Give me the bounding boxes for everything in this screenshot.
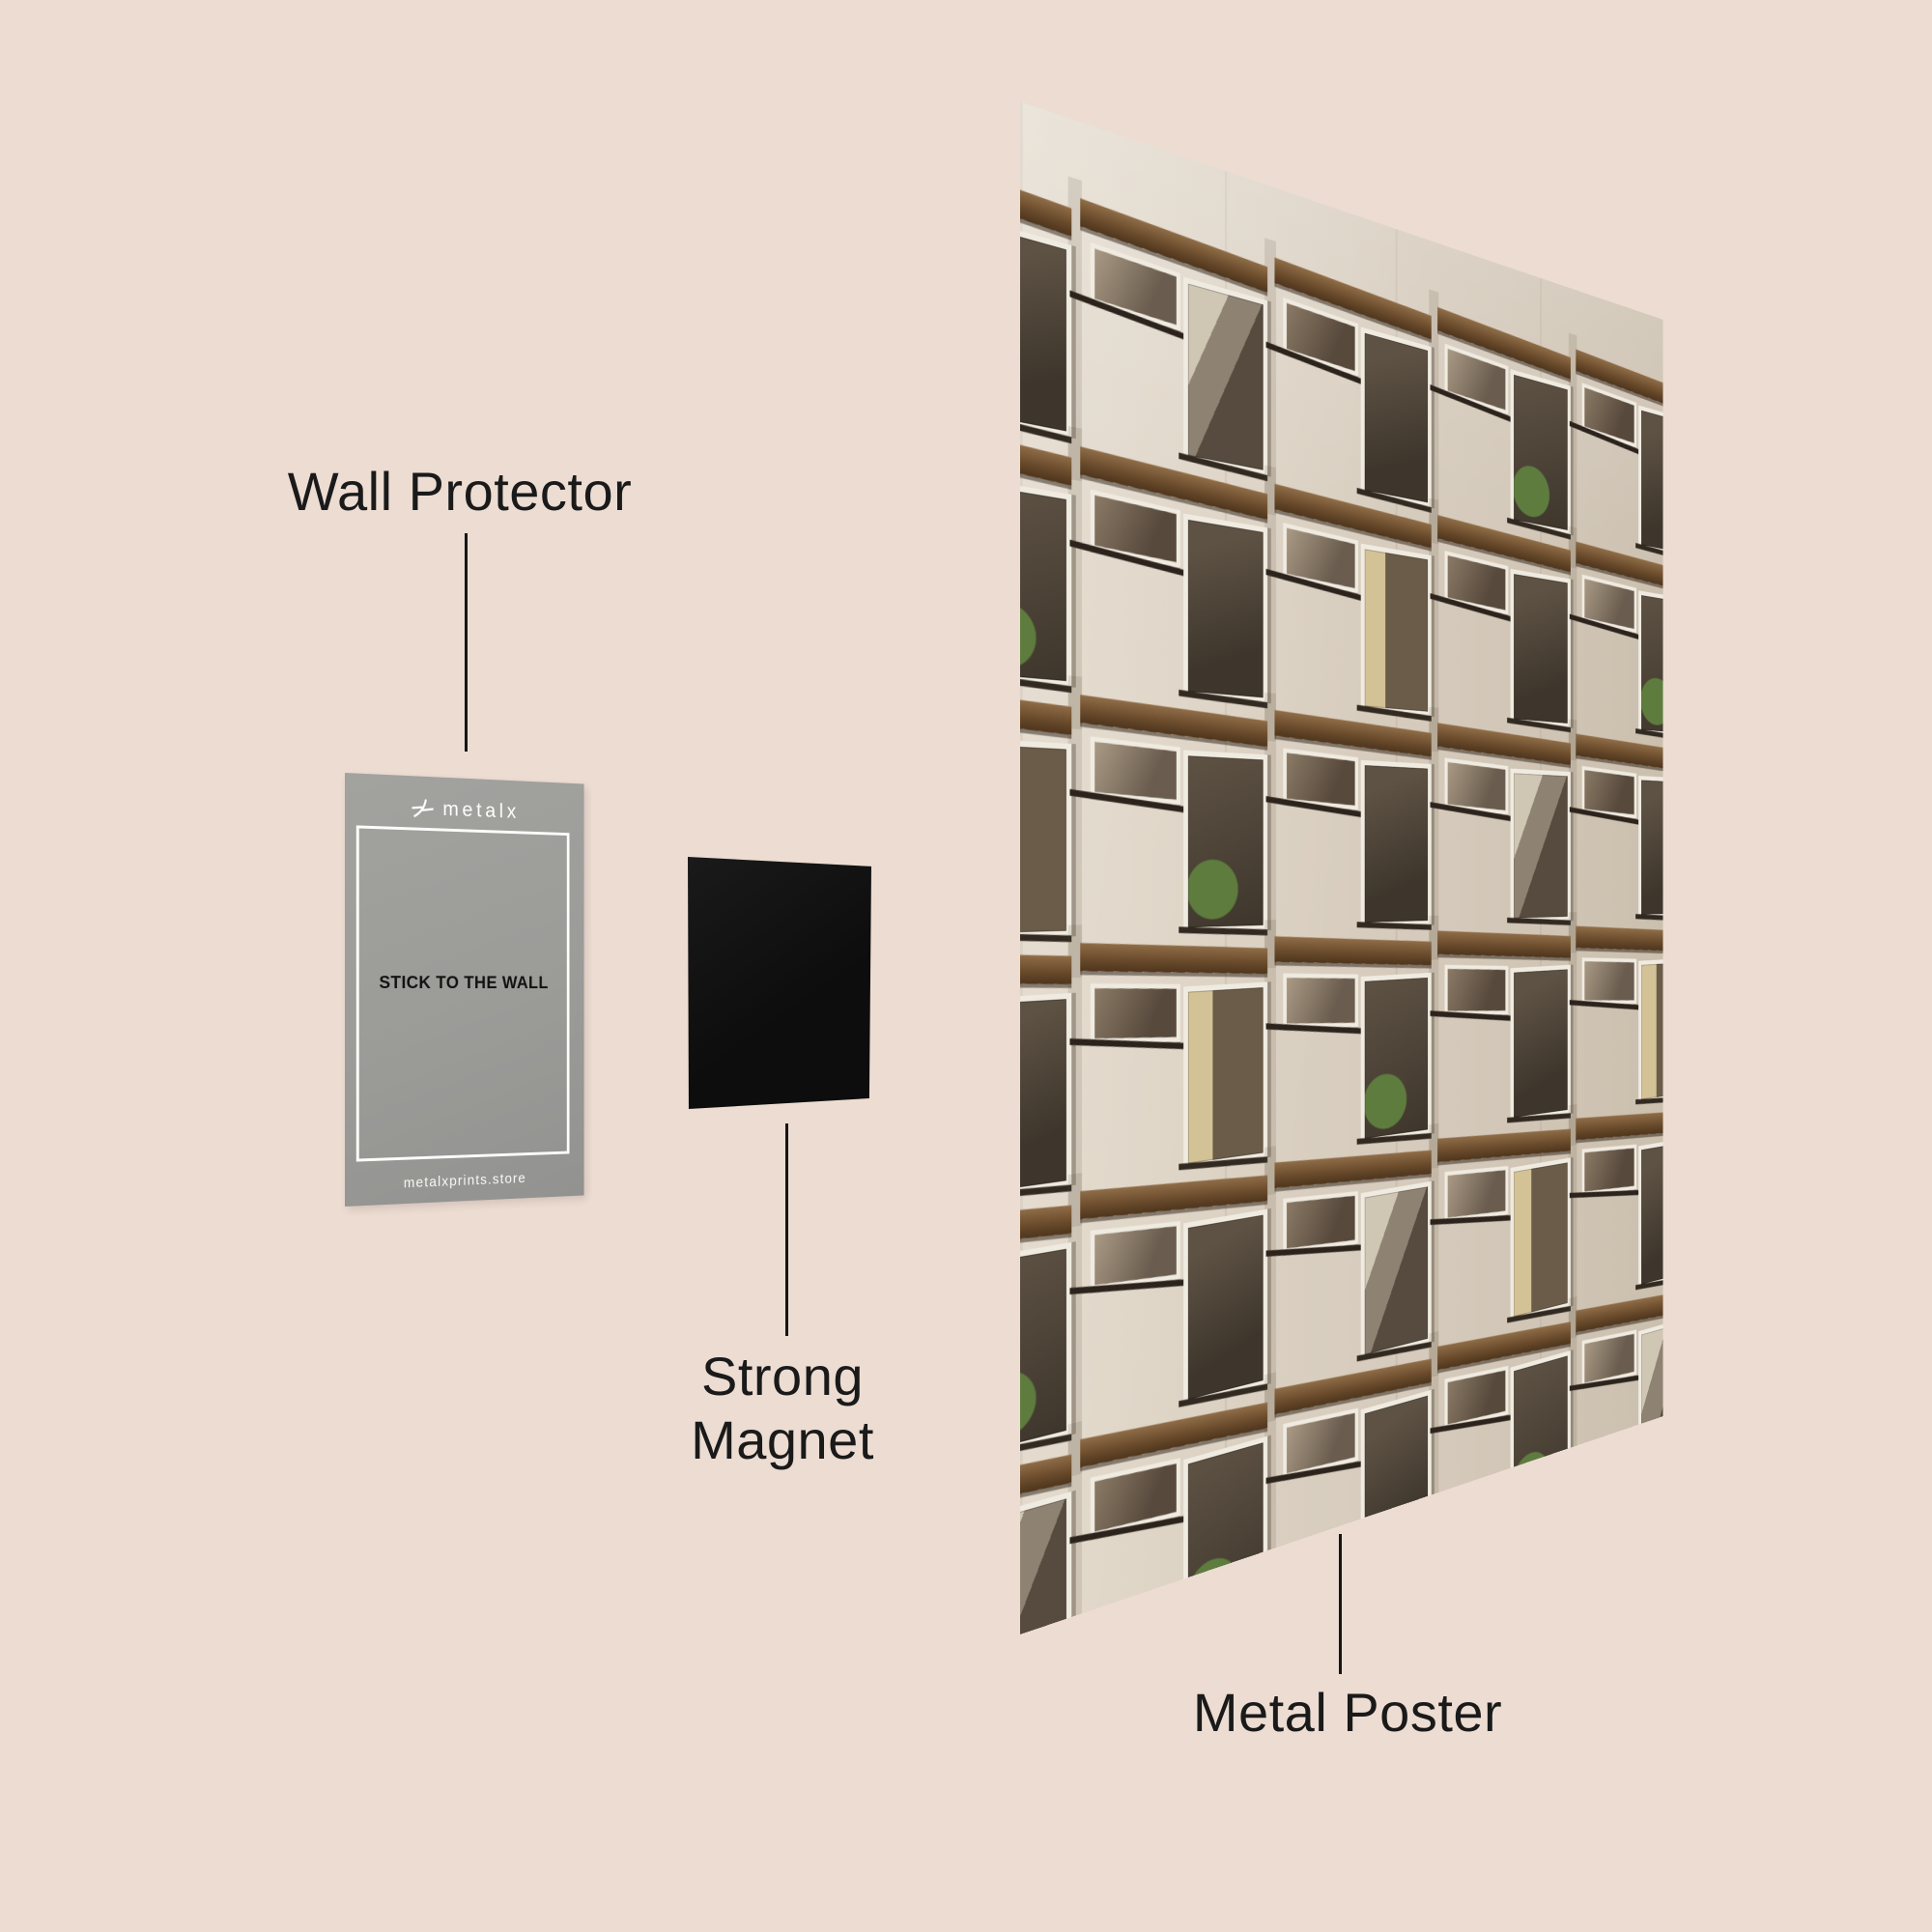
metalx-brand-text: metalx (442, 798, 520, 823)
front-window-sill (1635, 1454, 1663, 1476)
side-window (1444, 1166, 1509, 1223)
front-window (1183, 981, 1268, 1170)
metalx-logo-icon (411, 797, 435, 821)
facade-window-module (1569, 1285, 1663, 1535)
front-window (1020, 1491, 1072, 1634)
front-window (1510, 964, 1571, 1122)
wall-protector-line (465, 533, 468, 752)
side-window (1090, 983, 1180, 1044)
side-window (1283, 1191, 1358, 1254)
wall-protector-label: Wall Protector (287, 461, 633, 522)
side-window (1581, 1144, 1637, 1196)
front-window (1510, 1350, 1571, 1522)
strong-magnet-line (785, 1123, 788, 1336)
front-window (1183, 1208, 1268, 1406)
front-window (1638, 590, 1663, 738)
window-canopy (1576, 925, 1663, 952)
front-window (1020, 477, 1072, 688)
front-window (1020, 1241, 1072, 1462)
front-window (1638, 1137, 1663, 1290)
metal-poster-photo (1020, 101, 1663, 1634)
window-canopy (1437, 930, 1571, 958)
card-logo-row: metalx (345, 794, 581, 826)
front-window (1360, 327, 1432, 508)
front-window (1360, 543, 1432, 717)
card-message: STICK TO THE WALL (379, 973, 549, 992)
window-sill (1569, 1189, 1645, 1199)
strong-magnet-label: Strong Magnet (691, 1346, 874, 1471)
facade-window-module (1430, 723, 1575, 965)
front-window-sill (1635, 914, 1663, 922)
side-window (1090, 489, 1180, 568)
front-window (1510, 1157, 1571, 1322)
front-window (1360, 759, 1432, 928)
metal-poster-label: Metal Poster (1192, 1682, 1503, 1743)
facade-window-module (1265, 710, 1436, 973)
front-window-sill (1179, 1610, 1268, 1634)
side-window (1444, 964, 1509, 1015)
front-window (1638, 957, 1663, 1104)
front-window (1360, 972, 1432, 1145)
window-sill (1430, 1214, 1518, 1226)
window-canopy (1080, 943, 1268, 975)
front-window (1638, 405, 1663, 559)
front-window (1183, 276, 1268, 476)
facade-window-module (1069, 695, 1273, 983)
facade-window-module (1430, 1316, 1575, 1588)
front-window (1183, 750, 1268, 933)
front-window-sill (1507, 1498, 1571, 1523)
side-window (1581, 957, 1637, 1005)
front-window (1360, 1389, 1432, 1577)
facade-window-module (1265, 1352, 1436, 1634)
wall-protector-card: metalx STICK TO THE WALL metalxprints.st… (345, 773, 584, 1207)
front-window (1360, 1180, 1432, 1361)
front-window (1638, 1316, 1663, 1475)
front-window (1638, 776, 1663, 920)
facade-window-module (1569, 733, 1663, 957)
card-inner-frame (355, 825, 570, 1162)
front-window (1183, 1435, 1268, 1634)
magnet-square (688, 857, 871, 1109)
card-website: metalxprints.store (403, 1171, 526, 1192)
front-window (1183, 513, 1268, 703)
metal-poster-line (1339, 1534, 1342, 1674)
side-window (1283, 973, 1358, 1029)
front-window (1510, 568, 1571, 728)
window-canopy (1274, 936, 1432, 966)
front-window-sill (1356, 1549, 1432, 1579)
front-window (1020, 216, 1072, 439)
window-canopy (1020, 951, 1072, 984)
front-window (1510, 369, 1571, 536)
front-window (1020, 992, 1072, 1201)
front-window (1510, 768, 1571, 923)
front-window (1020, 738, 1072, 940)
window-canopy (1020, 126, 1072, 237)
